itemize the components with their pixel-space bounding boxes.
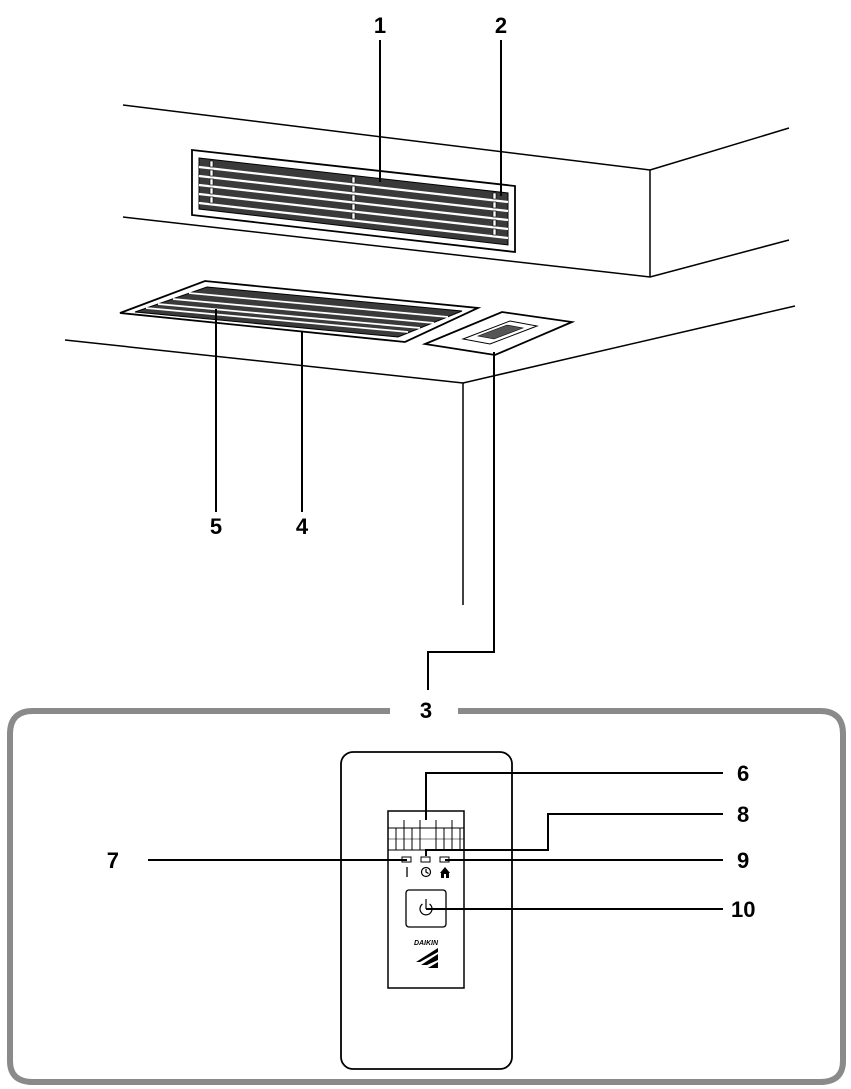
callout-7: 7 (107, 848, 119, 873)
callout-10: 10 (731, 897, 755, 922)
wired-remote-controller (421, 311, 576, 356)
callout-5: 5 (210, 514, 222, 539)
callout-2: 2 (495, 13, 507, 38)
ceiling-plane (64, 305, 796, 605)
detail-frame (7, 708, 846, 1085)
supply-air-grille (191, 148, 516, 254)
detail-leader-lines (148, 772, 723, 910)
leader-lines (215, 40, 502, 690)
leader-6 (425, 772, 723, 820)
controller-detail: DAIKIN (340, 751, 513, 1070)
callout-4: 4 (296, 514, 309, 539)
timer-icon (420, 866, 432, 878)
brand-logo-text: DAIKIN (414, 940, 439, 947)
callout-9: 9 (737, 848, 749, 873)
leader-3 (427, 352, 495, 690)
callout-3: 3 (420, 698, 432, 723)
callout-8: 8 (737, 802, 749, 827)
ceiling-box (122, 104, 790, 278)
callout-6: 6 (737, 761, 749, 786)
leader-8 (425, 813, 723, 856)
callout-1: 1 (374, 13, 386, 38)
return-air-grille (119, 280, 482, 343)
brand-logo-mark (416, 948, 438, 968)
power-icon (419, 899, 433, 916)
home-leave-icon (440, 867, 450, 878)
timer-led (420, 856, 431, 863)
grille-blade-clips (209, 160, 497, 236)
